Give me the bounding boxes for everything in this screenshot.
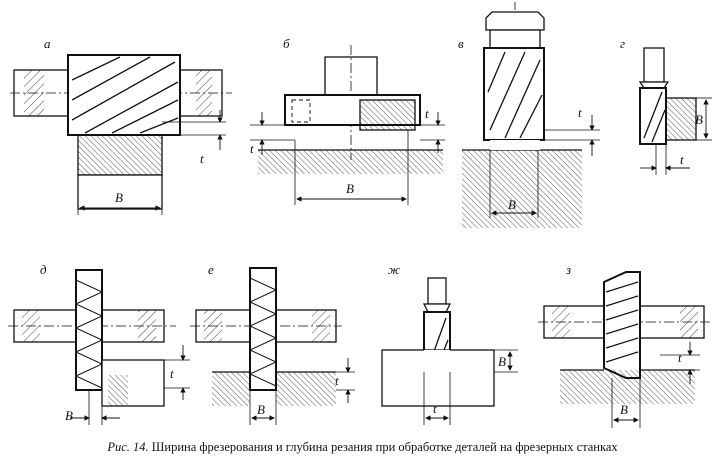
workpiece-b (258, 149, 443, 174)
dim-t-g: t (680, 152, 684, 167)
dim-t-a: t (200, 151, 204, 166)
dim-b-g: B (695, 112, 703, 127)
dim-t-d: t (170, 366, 174, 381)
disc-cutter-e (248, 267, 278, 391)
dim-t-b-1: t (250, 141, 254, 156)
dim-t-zh: t (433, 401, 437, 416)
panel-g-label: г (620, 36, 625, 51)
workpiece-zh (381, 349, 495, 407)
figure-caption-text: Ширина фрезерования и глубина резания пр… (151, 440, 618, 454)
dim-t-e: t (335, 373, 339, 388)
workpiece-a (77, 134, 163, 210)
dim-t-b-2: t (425, 106, 429, 121)
end-mill-g (638, 47, 670, 145)
figure-number: Рис. 14. (107, 440, 149, 454)
workpiece-d (101, 359, 165, 407)
workpiece-v (462, 140, 582, 228)
end-mill-shank (485, 11, 545, 49)
panel-b: б t t (250, 36, 445, 205)
panel-d-label: д (40, 262, 47, 277)
dim-b-v: B (508, 197, 516, 212)
end-mill-body (483, 47, 545, 141)
panel-zh: ж B t (381, 262, 518, 425)
dim-b-zh: B (498, 354, 506, 369)
dim-t-z: t (678, 350, 682, 365)
panel-a: а t (10, 36, 232, 215)
panel-e-label: е (208, 262, 214, 277)
dim-t-v: t (578, 105, 582, 120)
panel-a-label: а (44, 36, 51, 51)
panel-g: г B t (620, 36, 712, 175)
disc-cutter-d (74, 269, 104, 391)
panel-e: е t B (190, 262, 355, 425)
panel-z-label: з (565, 262, 571, 277)
dim-b-a: B (115, 190, 123, 205)
dim-b-b: B (346, 181, 354, 196)
cylindrical-cutter (67, 54, 181, 136)
figure-caption: Рис. 14. Ширина фрезерования и глубина р… (0, 440, 725, 455)
workpiece-g (665, 97, 697, 141)
panel-zh-label: ж (388, 262, 400, 277)
workpiece-z (560, 369, 695, 404)
angle-cutter (603, 271, 641, 379)
dim-b-e: B (257, 402, 265, 417)
panel-z: з t B (538, 262, 712, 428)
panel-v: в t B (458, 2, 600, 228)
panel-b-label: б (283, 36, 290, 51)
panel-v-label: в (458, 36, 464, 51)
workpiece-e (212, 371, 336, 406)
panel-d: д t B (8, 262, 190, 425)
face-mill-cutter (284, 94, 421, 131)
dim-b-d: B (65, 408, 73, 423)
dim-b-z: B (620, 402, 628, 417)
